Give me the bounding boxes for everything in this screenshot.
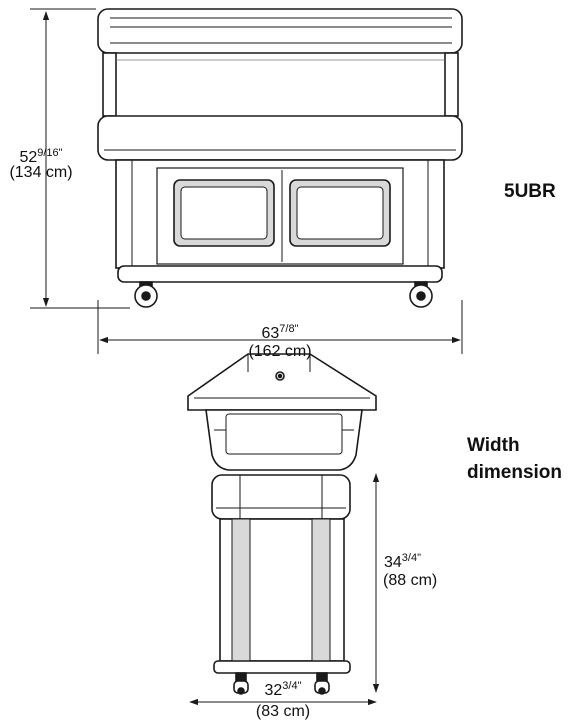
side-width-whole: 32 <box>264 682 283 699</box>
caster-left <box>134 281 158 308</box>
front-width-metric: (162 cm) <box>248 343 312 360</box>
side-height-metric: (88 cm) <box>383 572 438 589</box>
side-width-imperial: 323/4" <box>233 677 333 700</box>
front-width-fraction: 7/8" <box>279 323 299 335</box>
front-width-dimension <box>97 300 463 354</box>
side-width-fraction: 3/4" <box>282 680 302 692</box>
front-height-whole: 52 <box>19 149 38 166</box>
side-height-whole: 34 <box>384 554 402 571</box>
side-view-unit <box>187 353 377 695</box>
side-caster-right <box>314 672 330 695</box>
caster-right <box>409 281 433 308</box>
side-bumper <box>211 474 351 520</box>
front-width-imperial: 637/8" <box>230 320 330 343</box>
sneeze-guard-top <box>97 8 463 54</box>
side-width-metric: (83 cm) <box>255 703 311 720</box>
side-base-rail <box>213 660 351 674</box>
front-height-dimension <box>30 8 130 309</box>
body-band <box>97 115 463 161</box>
front-view-unit <box>97 8 463 308</box>
guard-post-left <box>102 52 117 117</box>
view-label-line2: dimension <box>467 462 563 483</box>
front-height-imperial: 529/16" <box>2 144 80 167</box>
side-height-fraction: 3/4" <box>401 552 421 564</box>
front-height-metric: (134 cm) <box>9 164 73 181</box>
guard-post-right <box>444 52 459 117</box>
side-sneeze-guard <box>187 353 377 411</box>
front-width-whole: 63 <box>261 325 280 342</box>
model-label: 5UBR <box>504 181 556 202</box>
side-caster-left <box>233 672 249 695</box>
front-height-fraction: 9/16" <box>37 147 63 159</box>
view-label-line1: Width <box>467 435 520 456</box>
bottom-rail <box>117 265 443 283</box>
side-height-imperial: 343/4" <box>384 549 464 572</box>
